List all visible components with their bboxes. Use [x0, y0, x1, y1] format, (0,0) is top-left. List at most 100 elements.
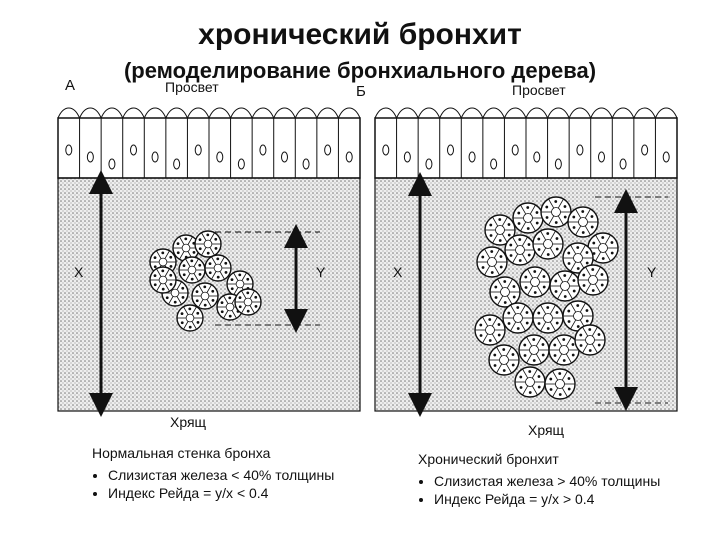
epithelial-nucleus [554, 158, 562, 170]
acinus-cell-wall [497, 278, 504, 289]
acinus-cell-wall [557, 289, 564, 300]
acinus-cell-nucleus [601, 257, 605, 260]
acinus-cell-nucleus [220, 301, 224, 305]
acinus-cell-nucleus [180, 321, 184, 325]
acinus-cell-wall [493, 265, 500, 276]
acinus-cell-nucleus [519, 375, 523, 379]
panel-b-y-label: Y [647, 264, 657, 280]
acinus-cell-nucleus [528, 370, 532, 373]
acinus-cell-nucleus [528, 391, 532, 394]
acinus-cell-wall [156, 283, 162, 292]
acinus-cell-nucleus [169, 282, 173, 286]
acinus-cell-nucleus [198, 263, 202, 267]
epithelial-cell-apex [460, 107, 484, 119]
acinus-cell-nucleus [535, 221, 539, 225]
acinus-cell-wall [604, 234, 611, 245]
epithelial-nucleus [86, 151, 94, 163]
acinus-cell-nucleus [230, 278, 234, 282]
acinus-lumen [485, 325, 495, 335]
epithelial-cell-apex [186, 107, 210, 119]
acinus-cell-nucleus [537, 375, 541, 378]
acinus-lumen [555, 379, 565, 389]
acinus-cell-nucleus [553, 343, 557, 347]
acinus-cell-nucleus [571, 353, 575, 357]
acinus-cell-nucleus [567, 387, 571, 391]
acinus-cell-wall [482, 333, 489, 344]
acinus-cell-nucleus [216, 257, 220, 261]
epithelial-cell-apex [251, 107, 275, 119]
acinus-cell-wall [522, 385, 529, 396]
acinus-lumen [213, 263, 223, 273]
acinus-cell-wall [594, 266, 601, 277]
acinus-cell-nucleus [238, 273, 242, 277]
acinus-cell-wall [241, 305, 247, 314]
acinus-cell-wall [549, 321, 556, 332]
acinus-cell-nucleus [542, 275, 546, 278]
panel-b: Б Просвет X Y Хрящ [356, 82, 678, 438]
acinus-cell-wall [193, 273, 199, 282]
acinus-cell-wall [206, 284, 212, 293]
acinus-cell-nucleus [590, 225, 594, 229]
epithelial-cell-apex [547, 107, 570, 119]
panel-a-letter: А [65, 77, 75, 94]
acinus-cell-wall [527, 268, 534, 279]
acinus-lumen [187, 265, 197, 275]
acinus-cell-nucleus [567, 309, 571, 313]
acinus-lumen [243, 297, 253, 307]
acinus-cell-nucleus [590, 215, 594, 218]
acinus-cell-nucleus [517, 222, 521, 225]
acinus-cell-wall [241, 290, 247, 299]
acinus-cell-wall [575, 208, 582, 219]
acinus-cell-wall [209, 247, 215, 256]
acinus-cell-wall [231, 310, 237, 319]
acinus-cell-nucleus [533, 291, 537, 294]
acinus-lumen [200, 291, 210, 301]
acinus-cell-nucleus [246, 277, 250, 281]
acinus-cell-nucleus [610, 241, 614, 244]
acinus-cell-nucleus [546, 327, 550, 330]
panel-b-epithelium [374, 107, 678, 178]
panel-a-mucous-gland [149, 230, 262, 332]
epithelial-cell-apex [294, 107, 318, 119]
acinus-lumen [513, 313, 523, 323]
acinus-cell-nucleus [488, 318, 492, 321]
acinus-lumen [560, 281, 570, 291]
acinus-cell-nucleus [254, 304, 258, 308]
acinus-cell-wall [249, 290, 255, 299]
panel-a-epithelium [57, 107, 361, 178]
acinus-cell-wall [492, 233, 499, 244]
epithelial-cell-apex [337, 107, 361, 119]
acinus-cell-nucleus [169, 273, 173, 277]
acinus-cell-nucleus [165, 296, 169, 300]
acinus-lumen [495, 225, 505, 235]
panel-a-y-label: Y [316, 264, 326, 280]
acinus-cell-nucleus [230, 287, 234, 291]
acinus-cell-nucleus [585, 319, 589, 323]
acinus-cell-wall [557, 215, 564, 226]
acinus-cell-wall [584, 208, 591, 219]
acinus-cell-wall [556, 336, 563, 347]
panel-a-bullet: Слизистая железа < 40% толщины [108, 466, 372, 484]
acinus-cell-nucleus [537, 385, 541, 389]
panel-a: А Просвет X Y Хрящ [57, 77, 361, 430]
acinus-cell-wall [183, 321, 189, 330]
acinus-cell-nucleus [549, 377, 553, 381]
epithelial-nucleus [151, 151, 159, 163]
acinus-cell-nucleus [176, 251, 180, 255]
acinus-lumen [525, 377, 535, 387]
acinus-cell-wall [512, 253, 519, 264]
acinus-cell-wall [535, 353, 542, 364]
acinus-lumen [551, 207, 561, 217]
acinus-cell-wall [535, 336, 542, 347]
acinus-cell-wall [531, 385, 538, 396]
acinus-cell-nucleus [503, 301, 507, 304]
acinus-cell-nucleus [196, 311, 200, 315]
acinus-cell-wall [187, 236, 193, 245]
acinus-cell-nucleus [571, 343, 575, 346]
acinus-cell-nucleus [581, 231, 585, 234]
acinus-cell-nucleus [507, 233, 511, 237]
acinus-cell-nucleus [541, 353, 545, 357]
acinus-lumen [543, 313, 553, 323]
acinus-cell-wall [156, 268, 162, 277]
acinus-cell-wall [536, 285, 543, 296]
